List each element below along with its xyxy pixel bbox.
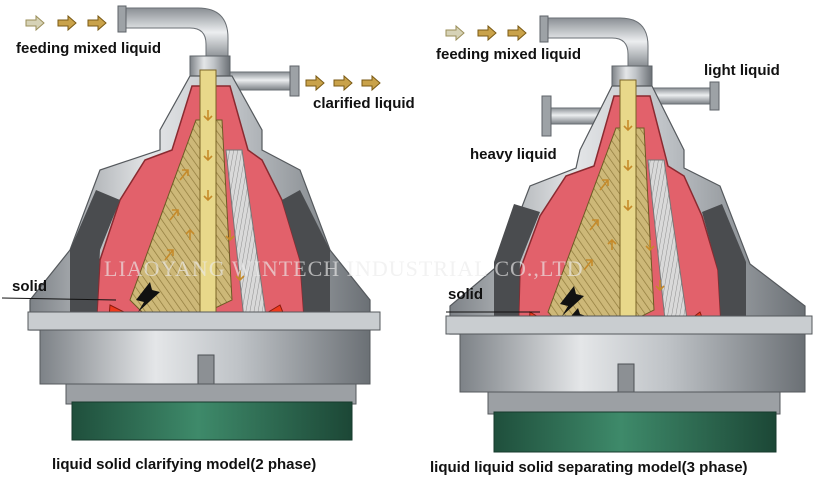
right-spindle bbox=[618, 364, 634, 392]
right-feed-flange bbox=[540, 16, 548, 42]
left-caption: liquid solid clarifying model(2 phase) bbox=[52, 456, 316, 473]
right-light-label: light liquid bbox=[704, 62, 780, 79]
left-feed-arrows bbox=[26, 16, 106, 30]
left-outlet-arrows bbox=[306, 76, 380, 90]
left-separator bbox=[2, 6, 380, 440]
left-feed-flange bbox=[118, 6, 126, 32]
left-base-top bbox=[66, 384, 356, 404]
left-solid-label: solid bbox=[12, 278, 47, 295]
right-feed-arrows bbox=[446, 26, 526, 40]
right-caption: liquid liquid solid separating model(3 p… bbox=[430, 459, 748, 476]
left-outlet-flange bbox=[290, 66, 299, 96]
right-heavy-label: heavy liquid bbox=[470, 146, 557, 163]
right-heavy-flange bbox=[542, 96, 551, 136]
right-separator bbox=[446, 16, 812, 452]
right-flange-ring bbox=[446, 316, 812, 334]
watermark: LIAOYANG WINTECH INDUSTRIAL CO.,LTD bbox=[104, 256, 584, 282]
left-spindle bbox=[198, 355, 214, 385]
right-light-flange bbox=[710, 82, 719, 110]
right-base bbox=[494, 412, 776, 452]
right-base-top bbox=[488, 392, 780, 414]
left-outlet-label: clarified liquid bbox=[313, 95, 415, 112]
right-solid-label: solid bbox=[448, 286, 483, 303]
right-feed-label: feeding mixed liquid bbox=[436, 46, 581, 63]
left-feed-label: feeding mixed liquid bbox=[16, 40, 161, 57]
left-base bbox=[72, 402, 352, 440]
left-flange-ring bbox=[28, 312, 380, 330]
